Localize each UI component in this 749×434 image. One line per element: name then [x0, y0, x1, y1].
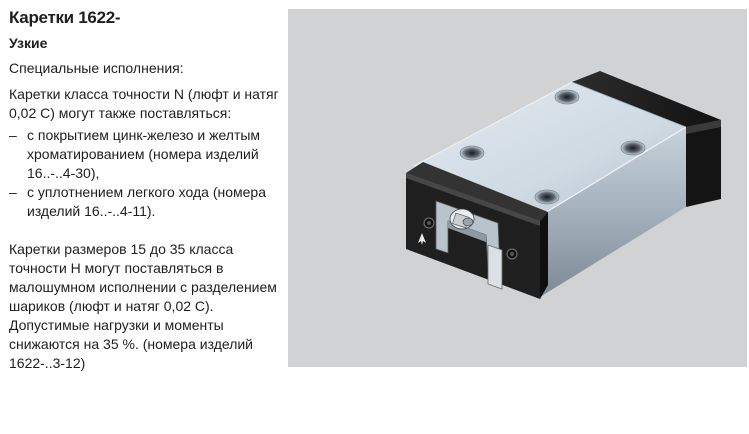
special-heading: Специальные исполнения: — [9, 60, 184, 76]
list-item: – с покрытием цинк-железо и желтым хрома… — [9, 126, 279, 183]
bullet-dash: – — [9, 127, 17, 143]
list-item-text: с уплотнением легкого хода (номера издел… — [27, 184, 266, 219]
page-title: Каретки 1622- — [9, 8, 121, 27]
rear-end-cap — [572, 71, 721, 127]
block-top-face — [414, 82, 686, 216]
list-item: – с уплотнением легкого хода (номера изд… — [9, 183, 279, 221]
brand-logo-icon — [418, 233, 426, 245]
product-image-panel — [288, 9, 747, 367]
front-end-cap-top — [406, 162, 548, 221]
page-subtitle: Узкие — [9, 35, 48, 51]
text-column: Каретки 1622- Узкие Специальные исполнен… — [9, 8, 279, 373]
options-list: – с покрытием цинк-железо и желтым хрома… — [9, 126, 279, 221]
mounting-hole-icon — [459, 145, 485, 161]
list-item-text: с покрытием цинк-железо и желтым хромати… — [27, 127, 261, 181]
paragraph-availability: Каретки класса точности N (люфт и натяг … — [9, 86, 279, 121]
paragraph-low-noise: Каретки размеров 15 до 35 класса точност… — [9, 241, 277, 371]
mounting-hole-icon — [554, 89, 580, 105]
block-side-face — [540, 127, 686, 297]
runner-block-illustration — [406, 71, 721, 299]
mounting-hole-icon — [534, 189, 560, 205]
mounting-hole-icon — [620, 140, 646, 156]
bullet-dash: – — [9, 184, 17, 200]
